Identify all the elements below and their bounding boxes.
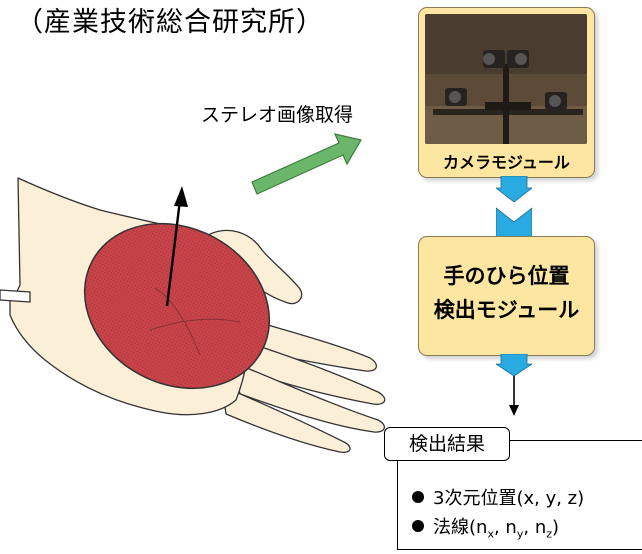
connector-2 [496, 354, 532, 376]
result-item-3d-position: 3次元位置(x, y, z) [412, 484, 584, 510]
normal-sub-x: x [487, 527, 494, 541]
result-box [397, 440, 642, 550]
result-title: 検出結果 [384, 427, 510, 461]
connector-1 [496, 176, 532, 238]
palm-detection-module-box: 手のひら位置 検出モジュール [418, 236, 595, 356]
camera-photo [425, 14, 587, 144]
stereo-arrow [251, 133, 362, 195]
normal-sep2: , [523, 517, 535, 538]
bullet-icon [412, 520, 424, 532]
normal-sub-z: z [546, 527, 553, 541]
palm-ellipse [83, 222, 271, 390]
camera-module-label: カメラモジュール [443, 153, 570, 172]
palm-module-line2: 検出モジュール [433, 298, 580, 322]
result-item-normal: 法線(nx, ny, nz) [412, 513, 559, 541]
camera-module-box: カメラモジュール [418, 7, 595, 178]
bullet-icon [412, 491, 424, 503]
organization-title: （産業技術総合研究所） [16, 7, 324, 38]
normal-suffix: ) [552, 517, 560, 538]
normal-n2: n [505, 517, 517, 538]
stereo-image-label: ステレオ画像取得 [201, 104, 354, 126]
normal-n1: n [476, 517, 488, 538]
result-item-text: 3次元位置(x, y, z) [433, 488, 585, 509]
normal-n3: n [534, 517, 547, 538]
normal-sub-y: y [516, 527, 524, 541]
normal-vector-arrow [165, 186, 188, 307]
normal-sep1: , [493, 517, 506, 538]
normal-prefix: 法線( [433, 517, 477, 538]
palm-module-line1: 手のひら位置 [443, 264, 570, 288]
palm-detection-module-label: 手のひら位置 検出モジュール [419, 259, 594, 327]
